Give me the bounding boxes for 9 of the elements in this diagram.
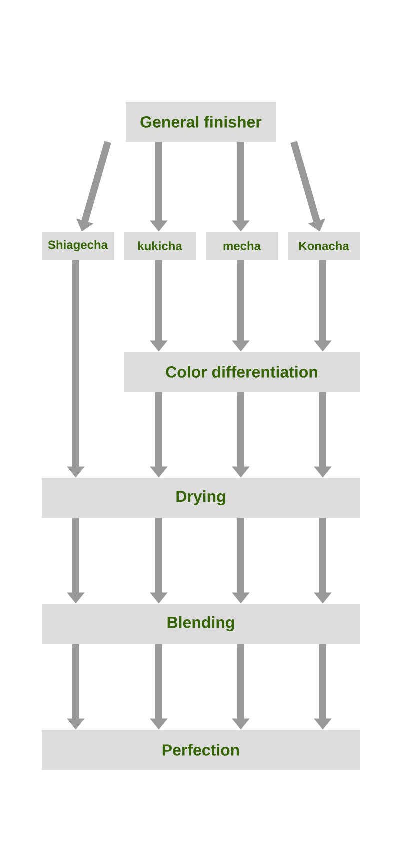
- process-box: Shiagecha: [42, 232, 114, 260]
- process-box: mecha: [206, 232, 278, 260]
- process-box: Konacha: [288, 232, 360, 260]
- process-box: General finisher: [126, 102, 276, 142]
- process-box: kukicha: [124, 232, 196, 260]
- process-box: Color differentiation: [124, 352, 360, 392]
- process-box: Perfection: [42, 730, 360, 770]
- process-box: Blending: [42, 604, 360, 644]
- process-box: Drying: [42, 478, 360, 518]
